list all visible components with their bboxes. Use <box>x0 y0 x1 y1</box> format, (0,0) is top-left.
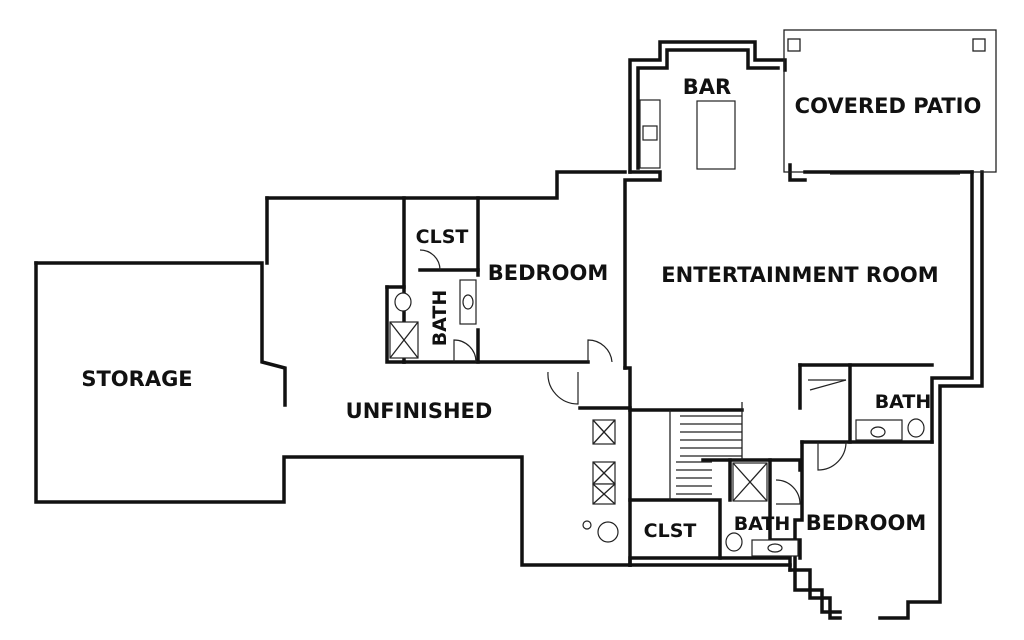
doors <box>419 249 847 505</box>
label-entertainment-room: ENTERTAINMENT ROOM <box>661 263 938 287</box>
room-labels: BAR COVERED PATIO CLST BEDROOM ENTERTAIN… <box>81 75 981 542</box>
label-covered-patio: COVERED PATIO <box>795 94 982 118</box>
label-bath-upper-left: BATH <box>429 290 451 347</box>
upper-sink <box>462 294 474 310</box>
label-clst-lower: CLST <box>644 520 697 542</box>
exterior-walls <box>34 40 984 620</box>
lower-toilet <box>725 532 743 552</box>
bar-island <box>696 100 736 170</box>
right-toilet <box>907 418 925 438</box>
fixtures <box>389 99 925 557</box>
label-bedroom-lower: BEDROOM <box>806 511 927 535</box>
sump <box>582 520 592 530</box>
label-bar: BAR <box>683 75 731 99</box>
label-storage: STORAGE <box>81 367 192 391</box>
label-bath-right: BATH <box>875 391 932 413</box>
covered-patio-structure <box>783 29 997 175</box>
right-sink <box>870 426 886 438</box>
upper-toilet <box>394 292 412 312</box>
interior-walls <box>385 196 934 567</box>
label-unfinished: UNFINISHED <box>346 399 493 423</box>
water-heater <box>597 521 619 543</box>
label-bedroom-upper: BEDROOM <box>488 261 609 285</box>
lower-sink <box>767 543 783 553</box>
bar-sink <box>642 125 658 141</box>
staircase <box>669 402 743 500</box>
label-clst-upper: CLST <box>416 226 469 248</box>
label-bath-lower: BATH <box>734 513 791 535</box>
